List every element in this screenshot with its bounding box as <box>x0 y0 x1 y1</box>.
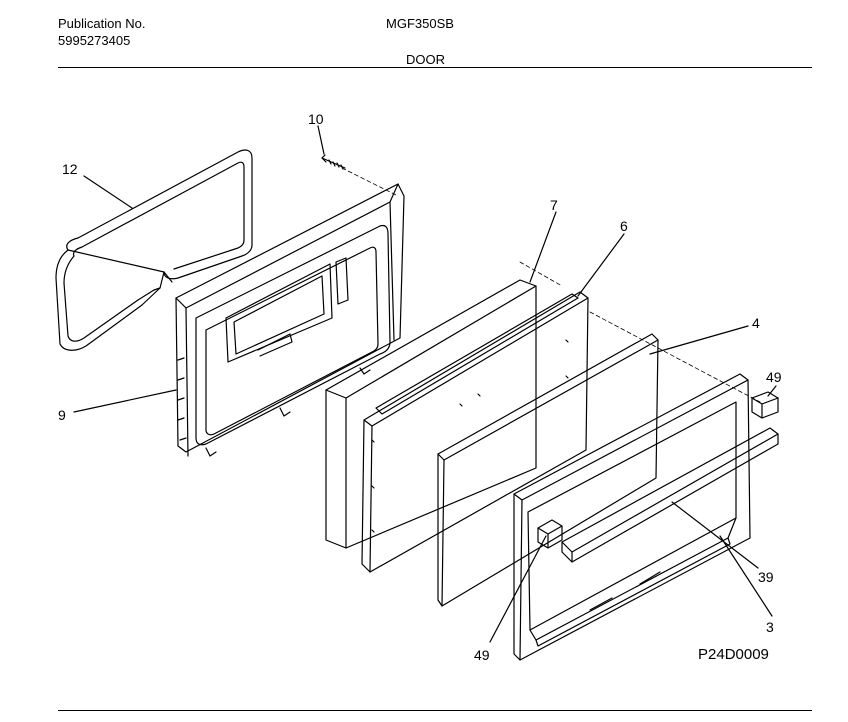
leader-49-right <box>767 385 777 397</box>
callout-49-left: 49 <box>474 647 490 663</box>
footer-rule <box>58 710 812 711</box>
callout-39: 39 <box>758 569 774 585</box>
leader-9 <box>73 389 177 413</box>
callout-12: 12 <box>62 161 78 177</box>
leader-4 <box>649 325 749 355</box>
inner-door-frame-part-9 <box>175 183 405 457</box>
gasket-part-12 <box>55 149 253 351</box>
assembly-axis-dashed <box>341 167 761 403</box>
leader-7 <box>529 211 557 283</box>
inner-panel-part-6 <box>361 291 589 573</box>
end-cap-part-49-right <box>751 391 779 419</box>
window-glass-part-4 <box>437 333 659 607</box>
callout-3: 3 <box>766 619 774 635</box>
diagram-code: P24D0009 <box>698 646 769 663</box>
handle-part-39 <box>561 427 779 563</box>
callout-9: 9 <box>58 407 66 423</box>
header-rule <box>58 67 812 68</box>
callout-4: 4 <box>752 315 760 331</box>
publication-number: 5995273405 <box>58 33 131 48</box>
publication-label: Publication No. <box>58 16 146 31</box>
outer-door-frame-part-3 <box>513 373 751 661</box>
model-number: MGF350SB <box>386 16 454 31</box>
callout-7: 7 <box>550 197 558 213</box>
callout-6: 6 <box>620 218 628 234</box>
leader-39 <box>671 501 759 569</box>
leader-6 <box>577 233 625 297</box>
callout-10: 10 <box>308 111 324 127</box>
leader-49-left <box>489 535 547 643</box>
leader-10 <box>317 125 325 155</box>
leader-12 <box>83 175 133 209</box>
insulation-part-7 <box>325 279 537 549</box>
section-title: DOOR <box>406 52 445 67</box>
screw-part-10 <box>321 154 346 170</box>
end-cap-part-49-left <box>537 519 563 549</box>
leader-3 <box>719 535 773 617</box>
callout-49-right: 49 <box>766 369 782 385</box>
